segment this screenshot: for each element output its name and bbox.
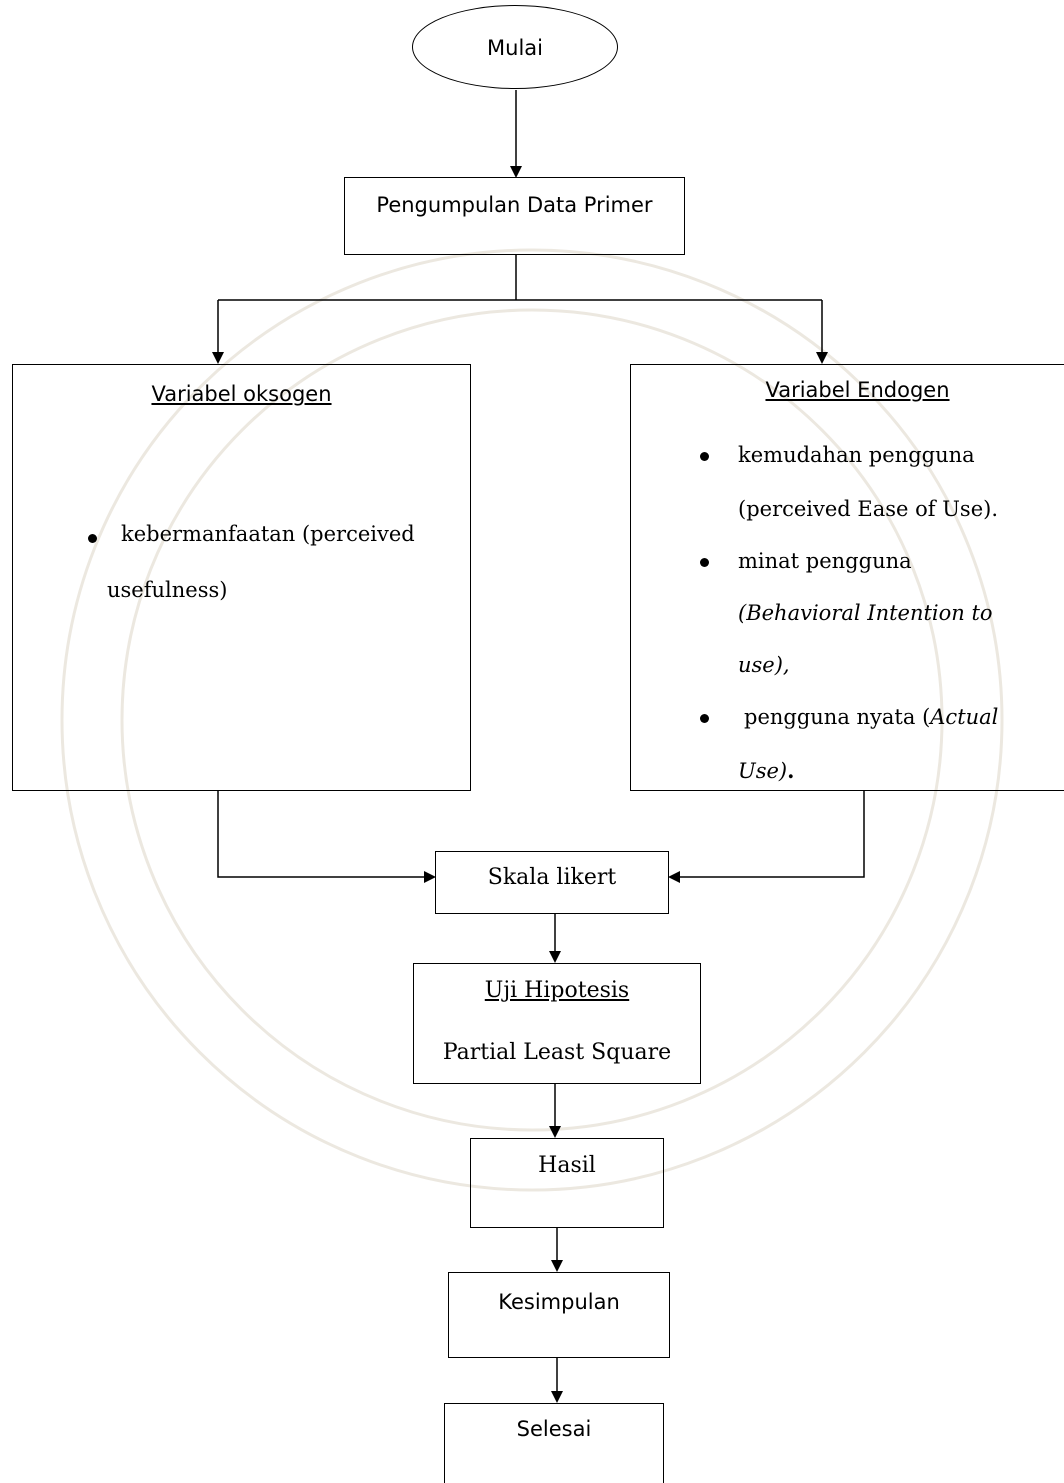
collect-data-node: Pengumpulan Data Primer [344,177,685,255]
bullet-dot [88,534,97,543]
end-node: Selesai [444,1403,664,1483]
endogenous-item-3-italic-2: Use) [738,759,788,783]
end-label: Selesai [516,1417,592,1441]
endogenous-heading: Variabel Endogen [765,378,950,402]
collect-data-label: Pengumpulan Data Primer [376,193,653,217]
hypothesis-test-heading: Uji Hipotesis [484,978,630,1003]
endogenous-item-3-line-1: pengguna nyata (Actual [744,705,998,729]
exogenous-heading: Variabel oksogen [151,382,332,406]
exogenous-item-1-line-1: kebermanfaatan (perceived [121,522,415,546]
endogenous-item-2-line-1: minat pengguna [738,549,912,573]
endogenous-item-1-line-1: kemudahan pengguna [738,443,975,467]
endogenous-item-3-line-2: Use). [738,758,794,783]
arrow-endogenous-to-scale [668,790,865,883]
result-label: Hasil [538,1153,596,1178]
result-node: Hasil [470,1138,664,1228]
arrow-exogenous-to-scale [217,790,436,883]
bullet-dot [700,558,709,567]
endogenous-item-3-period: . [787,758,795,783]
conclusion-label: Kesimpulan [498,1290,620,1314]
exogenous-variable-node: Variabel oksogen kebermanfaatan (perceiv… [12,364,471,791]
likert-scale-node: Skala likert [435,851,669,914]
bullet-dot [700,714,709,723]
endogenous-item-3-plain: pengguna nyata ( [744,705,931,729]
endogenous-item-3-italic: Actual [930,705,999,729]
hypothesis-test-method: Partial Least Square [442,1040,672,1065]
endogenous-item-1-line-2: (perceived Ease of Use). [738,497,999,521]
endogenous-item-2-line-2: (Behavioral Intention to [738,601,993,625]
start-label: Mulai [487,36,543,60]
conclusion-node: Kesimpulan [448,1272,670,1358]
endogenous-item-2-line-3: use), [738,653,790,677]
likert-scale-label: Skala likert [487,865,617,890]
bullet-dot [700,452,709,461]
hypothesis-test-node: Uji Hipotesis Partial Least Square [413,963,701,1084]
exogenous-item-1-line-2: usefulness) [107,578,228,602]
start-node: Mulai [412,5,618,89]
endogenous-variable-node: Variabel Endogen kemudahan pengguna (per… [630,364,1064,791]
